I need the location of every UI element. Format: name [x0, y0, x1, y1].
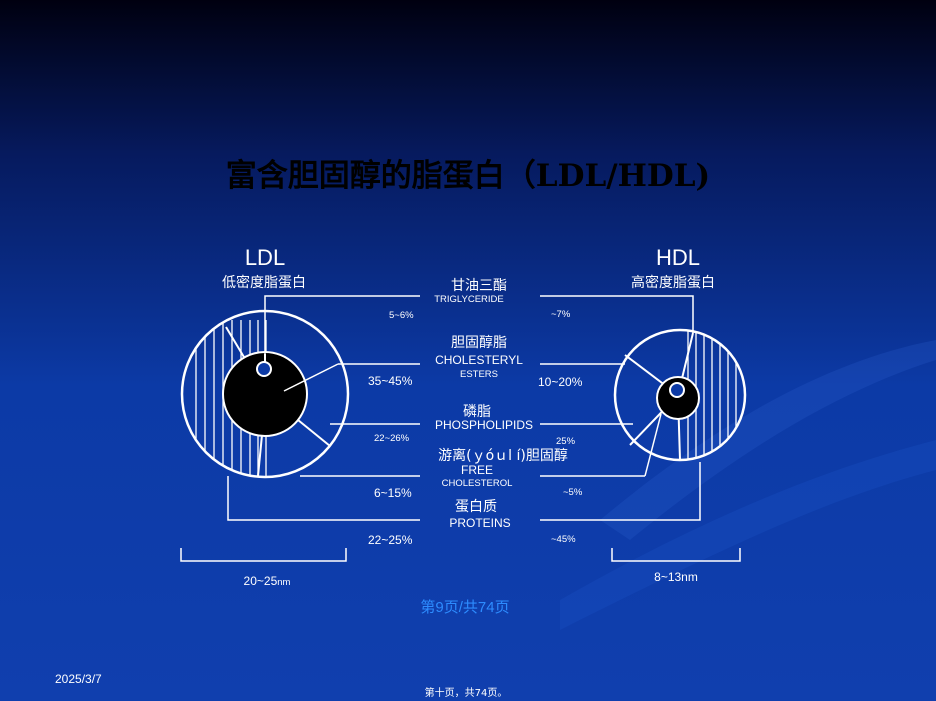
component-en-triglyceride: TRIGLYCERIDE	[434, 294, 504, 305]
slide-footer: 第十页，共74页。	[424, 688, 508, 699]
ldl-size-unit: nm	[277, 577, 291, 588]
component-en-cholesteryl: CHOLESTERYL	[435, 353, 523, 367]
ldl-leaders	[227, 295, 420, 521]
component-cn-proteins: 蛋白质	[455, 499, 497, 515]
hdl-label: HDL	[655, 245, 701, 270]
component-cn-cholesteryl: 胆固醇脂	[451, 335, 507, 351]
slide-date: 2025/3/7	[55, 672, 102, 686]
ldl-pct-triglyceride: 5~6%	[389, 310, 414, 321]
ldl-label: LDL	[244, 245, 286, 270]
hdl-pct-cholesteryl: 10~20%	[538, 375, 583, 389]
ldl-pct-cholesteryl: 35~45%	[368, 374, 413, 388]
ldl-pct-proteins: 22~25%	[368, 533, 413, 547]
hdl-name-cn: 高密度脂蛋白	[631, 275, 715, 291]
component-en2-free-cholesterol: CHOLESTEROL	[441, 478, 513, 489]
component-en-proteins: PROTEINS	[449, 516, 511, 530]
ldl-size-bracket	[180, 548, 347, 562]
hdl-pct-phospholipids: 25%	[556, 436, 576, 447]
component-cn-phospholipids: 磷脂	[463, 404, 491, 420]
ldl-name-cn: 低密度脂蛋白	[222, 275, 306, 291]
hdl-size-bracket	[611, 548, 741, 562]
component-cn-free-cholesterol: 游离(ｙóｕl í)胆固醇	[438, 448, 568, 464]
hdl-leaders	[540, 295, 701, 521]
component-cn-triglyceride: 甘油三酯	[451, 278, 507, 294]
ldl-pct-free-cholesterol: 6~15%	[374, 486, 412, 500]
hdl-size-label: 8~13nm	[654, 570, 698, 584]
ldl-particle	[180, 309, 350, 479]
hdl-particle	[613, 328, 747, 477]
hdl-pct-proteins: ~45%	[551, 534, 576, 545]
hdl-pct-free-cholesterol: ~5%	[563, 487, 583, 498]
slide-title: 富含胆固醇的脂蛋白（LDL/HDL)	[225, 158, 711, 194]
ldl-size-label: 20~25nm	[244, 570, 291, 589]
component-en2-cholesteryl: ESTERS	[459, 369, 499, 380]
hdl-pct-triglyceride: ~7%	[551, 309, 571, 320]
component-en-phospholipids: PHOSPHOLIPIDS	[434, 418, 534, 432]
page-indicator: 第9页/共74页	[420, 599, 510, 616]
ldl-pct-phospholipids: 22~26%	[374, 433, 410, 444]
component-en-free: FREE	[460, 463, 494, 477]
ldl-size-value: 20~25	[243, 574, 278, 588]
